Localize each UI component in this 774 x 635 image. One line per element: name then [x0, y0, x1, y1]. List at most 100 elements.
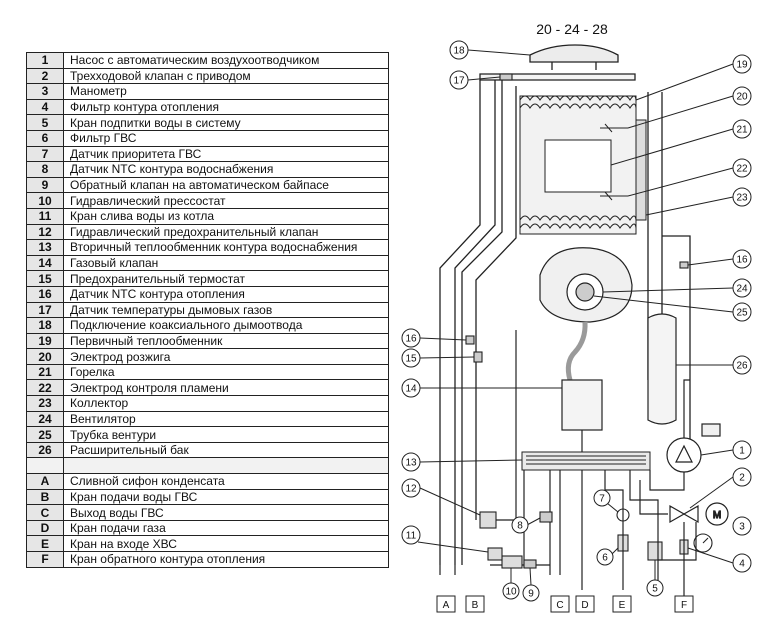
- legend-description: Датчик NTC контура отопления: [63, 285, 389, 303]
- connection-d: D: [581, 600, 588, 611]
- legend-key: 3: [26, 83, 64, 100]
- legend-key: 8: [26, 161, 64, 178]
- legend-key: 13: [26, 239, 64, 256]
- legend-key: 1: [26, 52, 64, 69]
- callout-11: [401, 525, 421, 545]
- callout-20-label: 20: [736, 92, 748, 103]
- callout-26-label: 26: [736, 361, 748, 372]
- legend-description: Датчик NTC контура водоснабжения: [63, 161, 389, 178]
- callout-22-label: 22: [736, 164, 748, 175]
- legend-description: Фильтр контура отопления: [63, 98, 389, 116]
- legend-key: 24: [26, 410, 64, 428]
- callout-25: [732, 302, 752, 322]
- legend-description: Выход воды ГВС: [63, 504, 389, 521]
- callout-6-label: 6: [602, 553, 608, 564]
- callout-21-label: 21: [736, 125, 748, 136]
- connection-f: F: [681, 600, 687, 611]
- legend-description: Электрод контроля пламени: [63, 379, 389, 397]
- callout-16-left-label: 16: [405, 334, 417, 345]
- legend-key: 25: [26, 426, 64, 443]
- callout-1: [732, 440, 752, 460]
- legend-key: [26, 457, 64, 475]
- connection-box-b: [465, 595, 485, 613]
- legend-description: Вентилятор: [63, 410, 389, 428]
- legend-description: Кран обратного контура отопления: [63, 551, 389, 568]
- fan-assembly: [539, 247, 633, 381]
- callout-3: [732, 516, 752, 536]
- callout-3-label: 3: [739, 522, 745, 533]
- legend-description: Насос с автоматическим воздухоотводчиком: [63, 52, 389, 69]
- callout-16-left: [401, 328, 421, 348]
- callout-19: [732, 54, 752, 74]
- callout-25-label: 25: [736, 308, 748, 319]
- callout-16-right: [732, 249, 752, 269]
- callout-8-label: 8: [517, 521, 523, 532]
- connection-b: B: [472, 600, 479, 611]
- legend-description: Датчик температуры дымовых газов: [63, 301, 389, 319]
- connection-box-e: [612, 595, 632, 613]
- pump: [666, 423, 721, 473]
- legend-key: C: [26, 504, 64, 521]
- legend-description: Гидравлический предохранительный клапан: [63, 223, 389, 241]
- boiler-diagram: 20 - 24 - 28: [400, 0, 774, 635]
- callout-23-label: 23: [736, 193, 748, 204]
- legend-key: 17: [26, 301, 64, 319]
- callout-5: [646, 579, 664, 597]
- connection-box-c: [550, 595, 570, 613]
- legend-description: Коллектор: [63, 395, 389, 412]
- legend-key: B: [26, 488, 64, 506]
- legend-description: Первичный теплообменник: [63, 332, 389, 350]
- legend-key: 11: [26, 207, 64, 225]
- callout-13: [401, 452, 421, 472]
- callout-14: [401, 378, 421, 398]
- callout-15: [401, 348, 421, 368]
- legend-key: A: [26, 473, 64, 490]
- three-way-valve: M: [669, 502, 729, 526]
- callout-5-label: 5: [652, 584, 658, 595]
- legend-description: Фильтр ГВС: [63, 129, 389, 147]
- connection-box-a: [436, 595, 456, 613]
- small-components: [465, 73, 689, 569]
- callout-26: [732, 355, 752, 375]
- legend-description: Трубка вентури: [63, 426, 389, 443]
- callout-10-label: 10: [505, 587, 517, 598]
- callout-7: [593, 489, 611, 507]
- legend-key: 6: [26, 129, 64, 147]
- connection-box-f: [674, 595, 694, 613]
- legend-key: 12: [26, 223, 64, 241]
- callout-13-label: 13: [405, 458, 417, 469]
- legend-key: 19: [26, 332, 64, 350]
- callout-24-label: 24: [736, 284, 748, 295]
- manometer: [693, 533, 713, 553]
- callout-16-right-label: 16: [736, 255, 748, 266]
- expansion-tank: [647, 313, 677, 425]
- boiler-schematic: 20 - 24 - 28: [401, 21, 752, 613]
- boiler-casing: [439, 44, 691, 565]
- legend-key: 14: [26, 254, 64, 272]
- legend-description: Горелка: [63, 363, 389, 381]
- legend-description: Предохранительный термостат: [63, 270, 389, 287]
- callout-7-label: 7: [599, 494, 605, 505]
- connection-e: E: [619, 600, 626, 611]
- legend-key: 2: [26, 67, 64, 85]
- legend-description: Манометр: [63, 83, 389, 100]
- callout-2: [732, 467, 752, 487]
- legend-key: D: [26, 519, 64, 537]
